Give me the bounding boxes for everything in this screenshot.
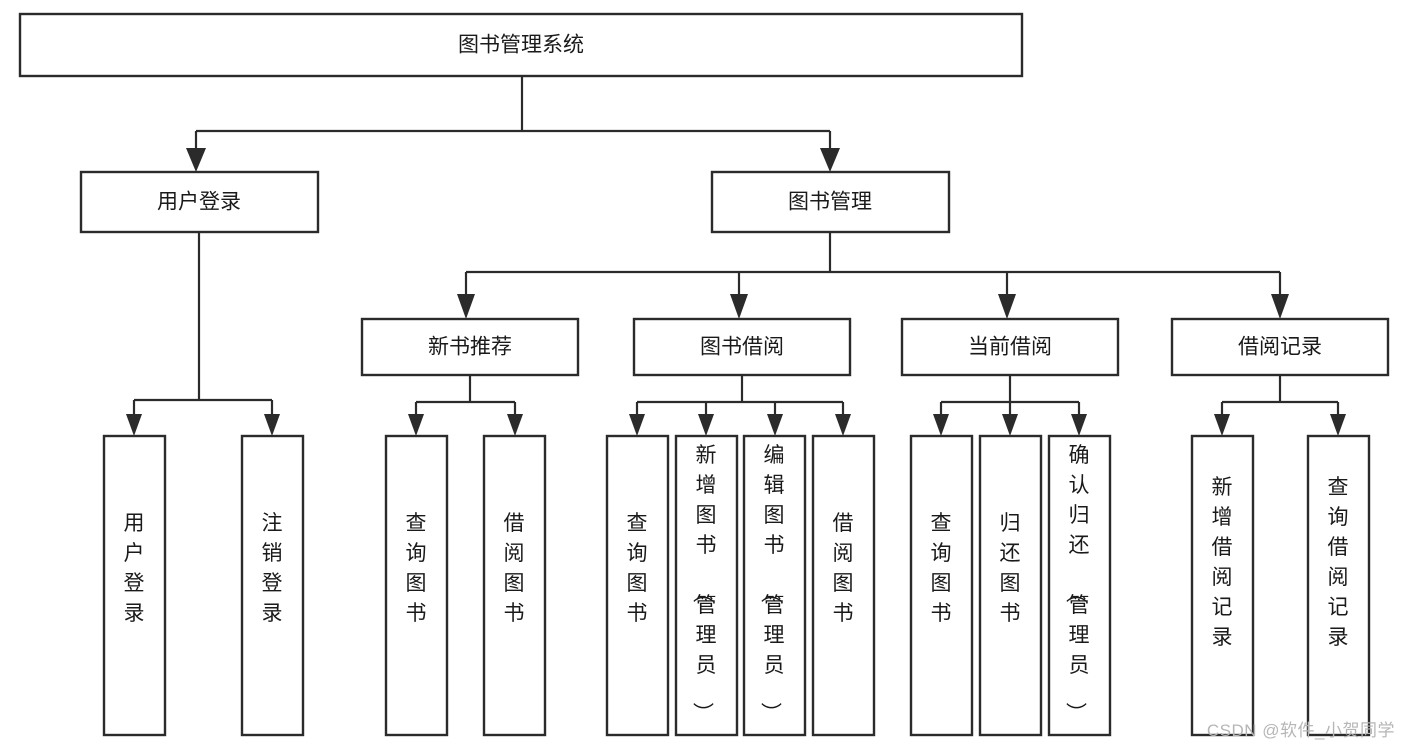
arrow-to-leaf-edit-book	[767, 414, 783, 436]
arrow-to-leaf-query-book-3	[933, 414, 949, 436]
node-leaf-query-borrow-record[interactable]: 查询借阅记录	[1306, 434, 1371, 737]
node-leaf-return-book[interactable]: 归还图书	[978, 434, 1043, 737]
node-leaf-return-book-box[interactable]	[978, 434, 1043, 737]
node-leaf-edit-book-box[interactable]	[742, 434, 807, 737]
node-leaf-borrow-book-1-box[interactable]	[482, 434, 547, 737]
node-leaf-query-borrow-record-label: 查询借阅记录	[1328, 476, 1349, 649]
node-leaf-add-book-label: 新增图书（管理员）	[691, 444, 717, 723]
node-leaf-logout-login[interactable]: 注销登录	[240, 434, 305, 737]
node-leaf-edit-book-label: 编辑图书（管理员）	[759, 444, 785, 723]
node-leaf-confirm-return[interactable]: 确认归还（管理员）	[1047, 434, 1112, 737]
node-leaf-query-book-2[interactable]: 查询图书	[605, 434, 670, 737]
node-root-label: 图书管理系统	[458, 34, 584, 57]
node-leaf-user-login[interactable]: 用户登录	[102, 434, 167, 737]
node-leaf-borrow-book-2[interactable]: 借阅图书	[811, 434, 876, 737]
node-user-login-label: 用户登录	[157, 191, 241, 214]
node-leaf-query-book-2-label: 查询图书	[627, 512, 648, 625]
node-leaf-borrow-book-2-box[interactable]	[811, 434, 876, 737]
arrow-to-leaf-borrow-book-1	[507, 414, 523, 436]
node-leaf-edit-book[interactable]: 编辑图书（管理员）	[742, 434, 807, 737]
node-current-borrow-box[interactable]	[900, 317, 1120, 377]
arrow-to-leaf-user-login	[126, 414, 142, 436]
arrow-to-leaf-query-book-2	[629, 414, 645, 436]
node-leaf-confirm-return-box[interactable]	[1047, 434, 1112, 737]
arrow-to-leaf-query-borrow-record	[1330, 414, 1346, 436]
node-borrow-record-box[interactable]	[1170, 317, 1390, 377]
node-current-borrow[interactable]: 当前借阅	[900, 317, 1120, 377]
node-borrow-record-label: 借阅记录	[1238, 336, 1322, 359]
node-leaf-add-book-box[interactable]	[674, 434, 739, 737]
arrow-to-book-management	[820, 148, 840, 172]
node-leaf-query-borrow-record-box[interactable]	[1306, 434, 1371, 737]
node-leaf-query-book-3-box[interactable]	[909, 434, 974, 737]
node-leaf-query-book-1[interactable]: 查询图书	[384, 434, 449, 737]
node-new-book-recommend-box[interactable]	[360, 317, 580, 377]
node-root[interactable]: 图书管理系统	[18, 12, 1024, 78]
node-leaf-user-login-box[interactable]	[102, 434, 167, 737]
node-user-login-box[interactable]	[79, 170, 320, 234]
node-leaf-query-book-1-label: 查询图书	[406, 512, 427, 625]
node-leaf-logout-login-label: 注销登录	[262, 512, 283, 625]
node-leaf-add-book[interactable]: 新增图书（管理员）	[674, 434, 739, 737]
node-leaf-query-book-3-label: 查询图书	[931, 512, 952, 625]
node-book-management-label: 图书管理	[788, 191, 872, 214]
node-new-book-recommend-label: 新书推荐	[428, 336, 512, 359]
node-current-borrow-label: 当前借阅	[968, 336, 1052, 359]
node-leaf-query-book-3[interactable]: 查询图书	[909, 434, 974, 737]
node-leaf-add-borrow-record-label: 新增借阅记录	[1212, 476, 1233, 649]
node-leaf-query-book-2-box[interactable]	[605, 434, 670, 737]
node-leaf-borrow-book-1[interactable]: 借阅图书	[482, 434, 547, 737]
node-book-borrow-box[interactable]	[632, 317, 852, 377]
arrow-to-current-borrow	[998, 294, 1016, 319]
node-book-management[interactable]: 图书管理	[710, 170, 951, 234]
node-new-book-recommend[interactable]: 新书推荐	[360, 317, 580, 377]
arrow-to-leaf-add-borrow-record	[1214, 414, 1230, 436]
arrow-to-leaf-query-book-1	[408, 414, 424, 436]
arrow-to-leaf-return-book	[1002, 414, 1018, 436]
node-book-borrow-label: 图书借阅	[700, 336, 784, 359]
node-user-login[interactable]: 用户登录	[79, 170, 320, 234]
node-leaf-borrow-book-1-label: 借阅图书	[504, 512, 525, 625]
node-leaf-logout-login-box[interactable]	[240, 434, 305, 737]
node-leaf-add-borrow-record[interactable]: 新增借阅记录	[1190, 434, 1255, 737]
arrow-to-user-login	[186, 148, 206, 172]
arrow-to-leaf-logout-login	[264, 414, 280, 436]
node-root-box[interactable]	[18, 12, 1024, 78]
arrow-to-leaf-borrow-book-2	[835, 414, 851, 436]
node-borrow-record[interactable]: 借阅记录	[1170, 317, 1390, 377]
node-leaf-borrow-book-2-label: 借阅图书	[833, 512, 854, 625]
arrow-to-book-borrow	[730, 294, 748, 319]
connector-layer	[126, 76, 1346, 436]
arrow-to-borrow-record	[1271, 294, 1289, 319]
arrow-to-leaf-add-book	[698, 414, 714, 436]
node-leaf-return-book-label: 归还图书	[1000, 512, 1021, 625]
node-book-borrow[interactable]: 图书借阅	[632, 317, 852, 377]
node-book-management-box[interactable]	[710, 170, 951, 234]
node-leaf-add-borrow-record-box[interactable]	[1190, 434, 1255, 737]
node-leaf-user-login-label: 用户登录	[124, 512, 145, 625]
arrow-to-new-book-recommend	[457, 294, 475, 319]
node-leaf-query-book-1-box[interactable]	[384, 434, 449, 737]
arrow-to-leaf-confirm-return	[1071, 414, 1087, 436]
node-leaf-confirm-return-label: 确认归还（管理员）	[1064, 444, 1090, 723]
